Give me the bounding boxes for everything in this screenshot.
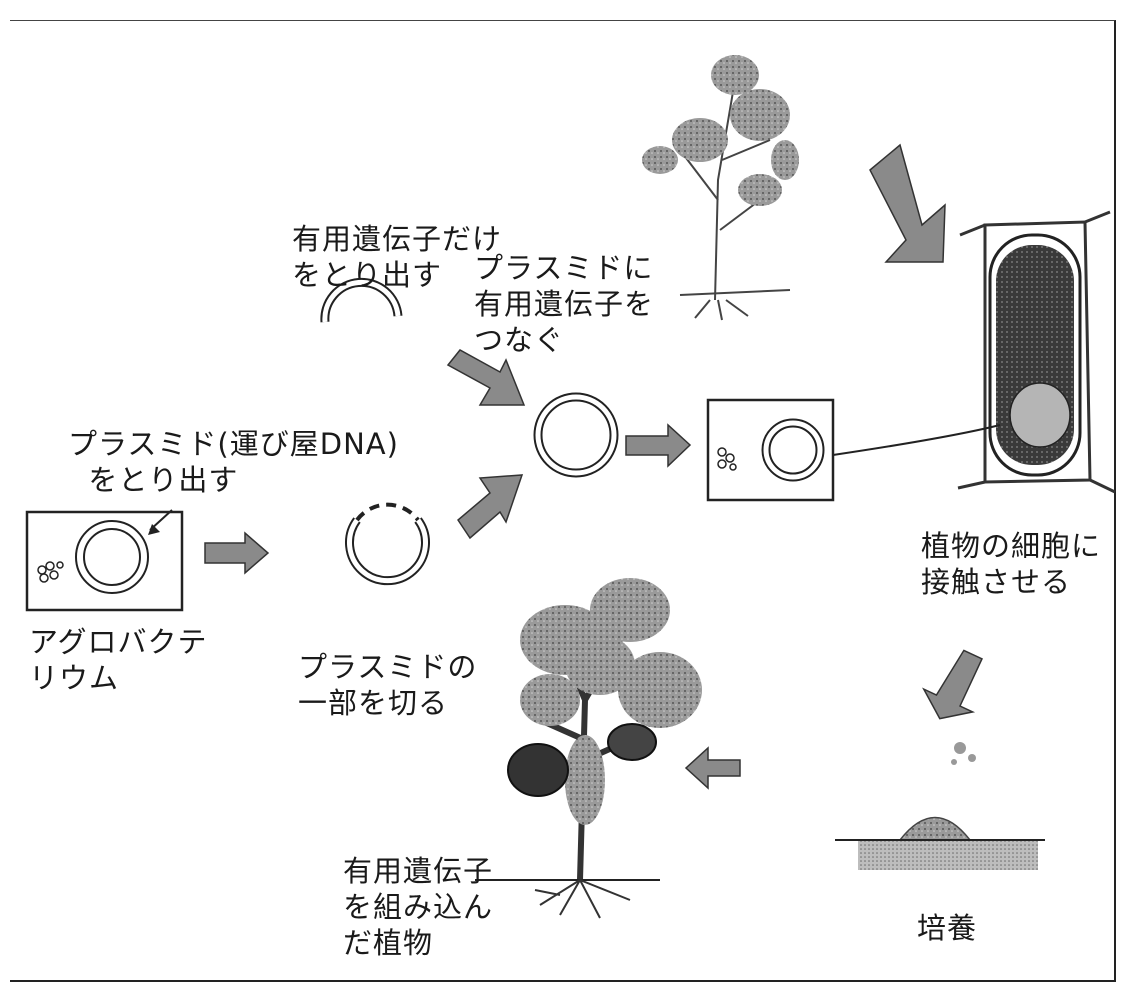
bacterium-icon — [25, 509, 184, 612]
label-cut-plasmid: プラスミドの 一部を切る — [298, 650, 478, 720]
plasmid-ring-icon — [533, 392, 619, 478]
gene-fragment-icon — [320, 277, 403, 323]
block-arrow-icon — [204, 349, 692, 575]
label-culture: 培養 — [917, 911, 978, 945]
label-extract-gene: 有用遺伝子だけ をとり出す — [292, 222, 503, 292]
bacterium-icon — [706, 398, 1001, 502]
block-arrow-icon — [922, 649, 983, 720]
label-modified-plant: 有用遺伝子 を組み込ん だ植物 — [343, 854, 494, 960]
label-contact-cell: 植物の細胞に 接触させる — [921, 529, 1102, 599]
plasmid-ring-icon — [345, 502, 430, 586]
label-connect-plasmid: プラスミドに 有用遺伝子を つなぐ — [474, 251, 655, 357]
tomato-plant-icon — [475, 578, 702, 919]
block-arrow-icon — [684, 746, 741, 790]
culture-dish-icon — [835, 742, 1045, 870]
plant-cell-icon — [957, 210, 1116, 494]
label-extract-plasmid: プラスミド(運び屋DNA) をとり出す — [68, 427, 399, 497]
seedling-icon — [642, 55, 799, 321]
diagram-frame — [10, 20, 1116, 982]
block-arrow-icon — [869, 143, 946, 263]
label-agrobacterium: アグロバクテ リウム — [29, 625, 208, 695]
